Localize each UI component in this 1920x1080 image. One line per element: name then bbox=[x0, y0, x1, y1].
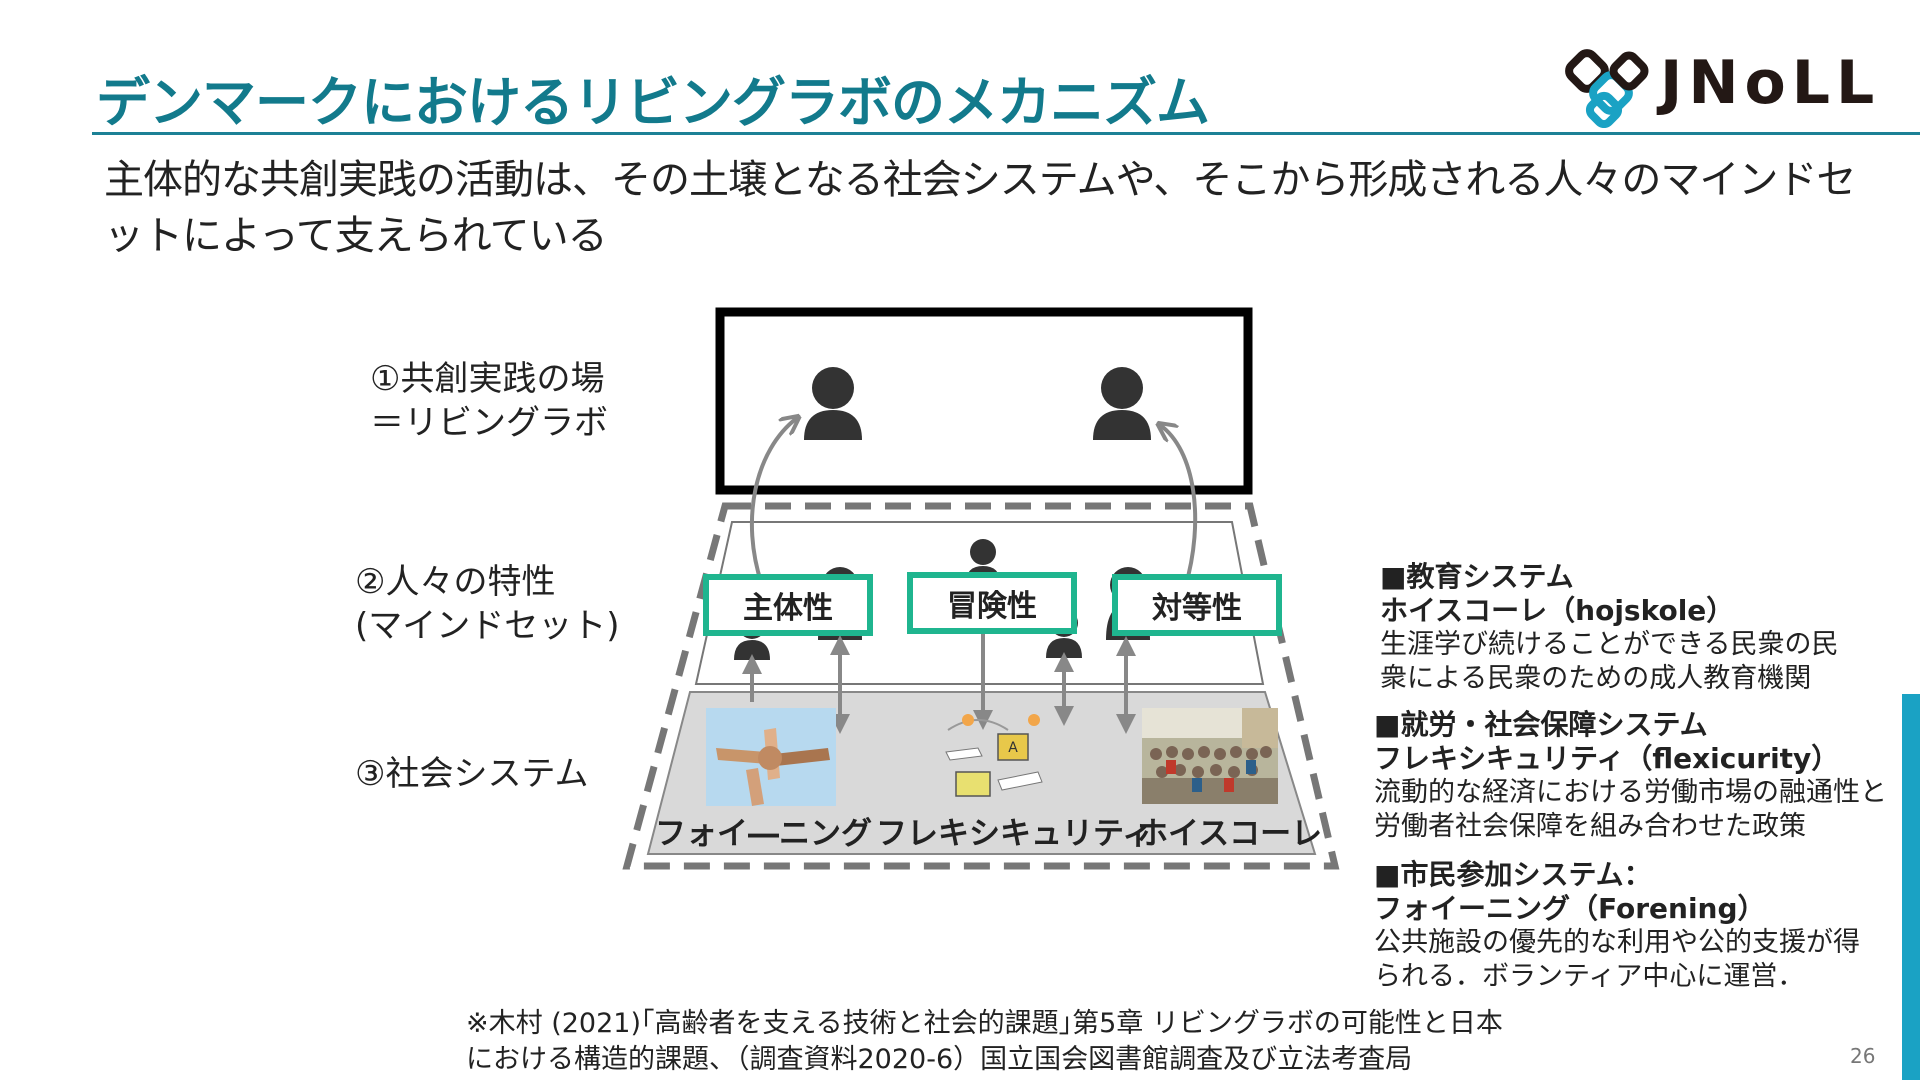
person-icon bbox=[804, 367, 862, 440]
chain-link-icon bbox=[1562, 44, 1658, 128]
detail-subheading: ホイスコーレ（hojskole） bbox=[1380, 594, 1920, 628]
jnoll-logo: JNoLL bbox=[1562, 44, 1912, 128]
detail-body: 生涯学び続けることができる民衆の民衆による民衆のための成人教育機関 bbox=[1380, 628, 1860, 696]
detail-subheading: フォイーニング（Forening） bbox=[1374, 892, 1914, 926]
level1-label: ①共創実践の場 ＝リビングラボ bbox=[370, 357, 608, 445]
level1-label-line2: ＝リビングラボ bbox=[370, 401, 608, 445]
detail-employment: ■就労・社会保障システム フレキシキュリティ（flexicurity） 流動的な… bbox=[1374, 708, 1914, 844]
trait-box-adventurousness: 冒険性 bbox=[907, 572, 1077, 634]
slide-subtitle: 主体的な共創実践の活動は、その土壌となる社会システムや、そこから形成される人々の… bbox=[104, 152, 1874, 264]
living-lab-box bbox=[720, 312, 1248, 490]
level3-label: ③社会システム bbox=[355, 752, 588, 796]
hojskole-group-photo bbox=[1142, 708, 1278, 804]
level2-label-line1: ②人々の特性 bbox=[355, 560, 620, 604]
detail-civic: ■市民参加システム： フォイーニング（Forening） 公共施設の優先的な利用… bbox=[1374, 858, 1914, 994]
trait-box-equality: 対等性 bbox=[1112, 574, 1282, 636]
flexicurity-illustration: A bbox=[938, 700, 1058, 812]
slide-title: デンマークにおけるリビングラボのメカニズム bbox=[96, 58, 1209, 137]
level2-label-line2: (マインドセット) bbox=[355, 604, 620, 648]
svg-text:A: A bbox=[1008, 740, 1018, 756]
person-icon bbox=[1093, 367, 1151, 440]
accent-bar bbox=[1902, 694, 1920, 1080]
system-label-flexicurity: フレキシキュリティ bbox=[876, 808, 1153, 853]
detail-body: 流動的な経済における労働市場の融通性と労働者社会保障を組み合わせた政策 bbox=[1374, 776, 1899, 844]
curved-arrow bbox=[1160, 425, 1195, 588]
linked-hands-icon bbox=[706, 708, 836, 806]
title-underline bbox=[92, 132, 1920, 135]
detail-heading: ■市民参加システム： bbox=[1374, 858, 1914, 892]
curved-arrow bbox=[752, 418, 797, 585]
cartoon-illustration-icon: A bbox=[938, 700, 1058, 812]
page-number: 26 bbox=[1850, 1044, 1875, 1068]
detail-education: ■教育システム ホイスコーレ（hojskole） 生涯学び続けることができる民衆… bbox=[1380, 560, 1920, 696]
level1-label-line1: ①共創実践の場 bbox=[370, 357, 608, 401]
detail-heading: ■就労・社会保障システム bbox=[1374, 708, 1914, 742]
linked-hands-photo bbox=[706, 708, 836, 806]
detail-subheading: フレキシキュリティ（flexicurity） bbox=[1374, 742, 1914, 776]
detail-heading: ■教育システム bbox=[1380, 560, 1920, 594]
logo-wordmark: JNoLL bbox=[1660, 48, 1880, 118]
detail-body: 公共施設の優先的な利用や公的支援が得られる．ボランティア中心に運営． bbox=[1374, 926, 1874, 994]
system-label-hojskole: ホイスコーレ bbox=[1137, 808, 1322, 853]
trait-box-autonomy: 主体性 bbox=[703, 574, 873, 636]
level2-label: ②人々の特性 (マインドセット) bbox=[355, 560, 620, 648]
source-citation: ※木村 (2021)｢高齢者を支える技術と社会的課題｣第5章 リビングラボの可能… bbox=[466, 1006, 1526, 1078]
system-label-forening: フォイ―ニング bbox=[655, 808, 872, 853]
group-photo-icon bbox=[1142, 708, 1278, 804]
